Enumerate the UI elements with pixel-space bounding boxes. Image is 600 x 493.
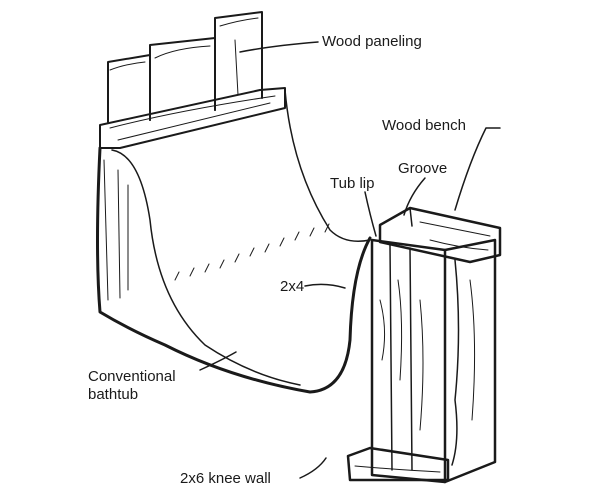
trim-molding — [99, 87, 286, 149]
wood-paneling-boards — [107, 11, 263, 123]
bathtub-label-line2: bathtub — [88, 386, 139, 403]
wood-bench-label: Wood bench — [382, 117, 466, 134]
wood-bench-top — [378, 206, 502, 264]
knee-wall-frame — [370, 238, 497, 484]
wood-paneling-label: Wood paneling — [322, 33, 422, 50]
base-plate — [346, 446, 450, 482]
tub-lip-label: Tub lip — [330, 175, 375, 192]
tub-hatching — [174, 223, 330, 281]
two-by-four-label: 2x4 — [280, 278, 305, 295]
leader-lines — [199, 41, 501, 479]
knee-wall-label: 2x6 knee wall — [180, 470, 271, 487]
bathtub-label: Conventional bathtub — [88, 368, 208, 404]
bathtub-label-line1: Conventional — [88, 368, 176, 385]
groove-label: Groove — [398, 160, 448, 177]
bathtub-shell — [96, 89, 372, 394]
